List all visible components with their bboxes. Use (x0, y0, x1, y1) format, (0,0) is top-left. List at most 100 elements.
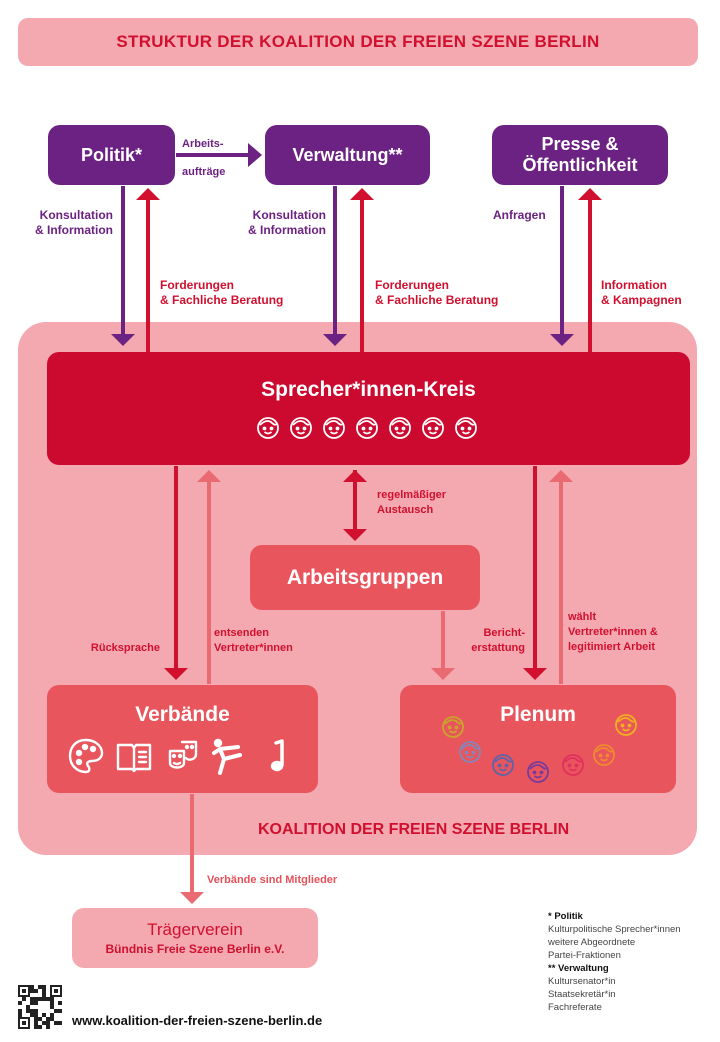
arbeitsauftraege-label-2: aufträge (182, 166, 226, 178)
entsenden-arrow (197, 470, 221, 684)
politik-box: Politik* (48, 125, 175, 185)
dancer-icon (211, 738, 242, 775)
face-icon (289, 417, 312, 439)
face-icon (527, 761, 549, 783)
website-link[interactable]: www.koalition-der-freien-szene-berlin.de (72, 1013, 323, 1028)
face-icon (442, 716, 464, 738)
qr-module (50, 1001, 54, 1005)
label-line: & Kampagnen (601, 293, 682, 307)
verwaltung-label: Verwaltung** (292, 144, 403, 165)
qr-module (42, 1021, 46, 1025)
label-line: Bericht- (483, 627, 525, 639)
label-line: wählt (568, 611, 597, 623)
information-kampagnen-label: Information& Kampagnen (601, 278, 682, 308)
qr-module (34, 997, 38, 1001)
label-line: & Fachliche Beratung (375, 293, 499, 307)
footnote-line: Staatsekretär*in (548, 989, 616, 1000)
face-icon (454, 417, 477, 439)
footnote-line: Kultursenator*in (548, 976, 616, 987)
qr-module (50, 1013, 54, 1017)
qr-module (18, 1013, 22, 1017)
footnotes: * Politik Kulturpolitische Sprecher*inne… (548, 910, 681, 1014)
qr-module (38, 1025, 42, 1029)
qr-module (30, 1013, 34, 1017)
face-icon (615, 714, 637, 736)
qr-module (34, 989, 38, 993)
qr-finder-center (54, 989, 58, 993)
qr-code[interactable] (18, 985, 62, 1029)
qr-module (34, 1013, 38, 1017)
konsultation-arrow-politik (111, 186, 135, 346)
qr-module (58, 1009, 62, 1013)
music-note-icon (270, 739, 284, 772)
mitglieder-arrow (180, 794, 204, 904)
information-arrow (578, 188, 602, 352)
qr-module (42, 1013, 46, 1017)
label-line: & Information (248, 223, 326, 237)
verbaende-box: Verbände (47, 685, 318, 793)
anfragen-arrow (550, 186, 574, 346)
face-icon (562, 754, 584, 776)
label-line: Vertreter*innen (214, 642, 293, 654)
page-title: STRUKTUR DER KOALITION DER FREIEN SZENE … (116, 32, 600, 51)
qr-module (34, 1025, 38, 1029)
qr-module (42, 985, 46, 989)
qr-module (30, 989, 34, 993)
traegerverein-title: Trägerverein (147, 920, 243, 939)
konsultation-arrow-verwaltung (323, 186, 347, 346)
politik-label: Politik* (80, 144, 142, 165)
konsultation-label-2: Konsultation& Information (248, 208, 326, 238)
qr-module (34, 1021, 38, 1025)
qr-module (50, 1005, 54, 1009)
qr-finder-center (22, 1021, 26, 1025)
qr-module (26, 1009, 30, 1013)
ruecksprache-arrow (164, 466, 188, 680)
qr-module (46, 1025, 50, 1029)
qr-module (46, 1021, 50, 1025)
oeffentlichkeit-label: Öffentlichkeit (522, 155, 638, 175)
label-line: & Fachliche Beratung (160, 293, 284, 307)
qr-module (58, 1001, 62, 1005)
label-line: Konsultation (252, 208, 326, 222)
sprecher-kreis-box: Sprecher*innen-Kreis (47, 352, 690, 465)
title-banner: STRUKTUR DER KOALITION DER FREIEN SZENE … (18, 18, 698, 66)
sprecher-kreis-label: Sprecher*innen-Kreis (261, 378, 476, 401)
berichterstattung-arrow (431, 611, 455, 680)
face-icon (355, 417, 378, 439)
qr-module (30, 985, 34, 989)
qr-module (34, 1017, 38, 1021)
qr-module (42, 993, 46, 997)
qr-module (30, 997, 34, 1001)
book-icon (116, 743, 151, 773)
label-line: erstattung (471, 642, 525, 654)
label-line: legitimiert Arbeit (568, 641, 655, 653)
konsultation-label-1: Konsultation& Information (35, 208, 113, 238)
presse-label: Presse & (541, 134, 619, 154)
qr-module (18, 1009, 22, 1013)
qr-module (50, 997, 54, 1001)
footnote-verwaltung-head: ** Verwaltung (548, 963, 609, 974)
label-line: entsenden (214, 627, 270, 639)
face-icon (421, 417, 444, 439)
verwaltung-box: Verwaltung** (265, 125, 430, 185)
footnote-line: Partei-Fraktionen (548, 950, 621, 961)
qr-module (30, 1009, 34, 1013)
qr-module (18, 1001, 22, 1005)
qr-module (26, 1005, 30, 1009)
qr-module (58, 1021, 62, 1025)
plenum-label: Plenum (500, 703, 576, 726)
plenum-arrow (523, 466, 547, 680)
anfragen-label: Anfragen (493, 208, 546, 222)
qr-module (46, 997, 50, 1001)
forderungen-arrow-politik (136, 188, 160, 352)
austausch-arrow (343, 470, 367, 541)
qr-module (34, 1001, 38, 1005)
arbeitsgruppen-box: Arbeitsgruppen (250, 545, 480, 610)
label-line: & Information (35, 223, 113, 237)
qr-module (34, 1009, 38, 1013)
label-line: Austausch (377, 504, 434, 516)
